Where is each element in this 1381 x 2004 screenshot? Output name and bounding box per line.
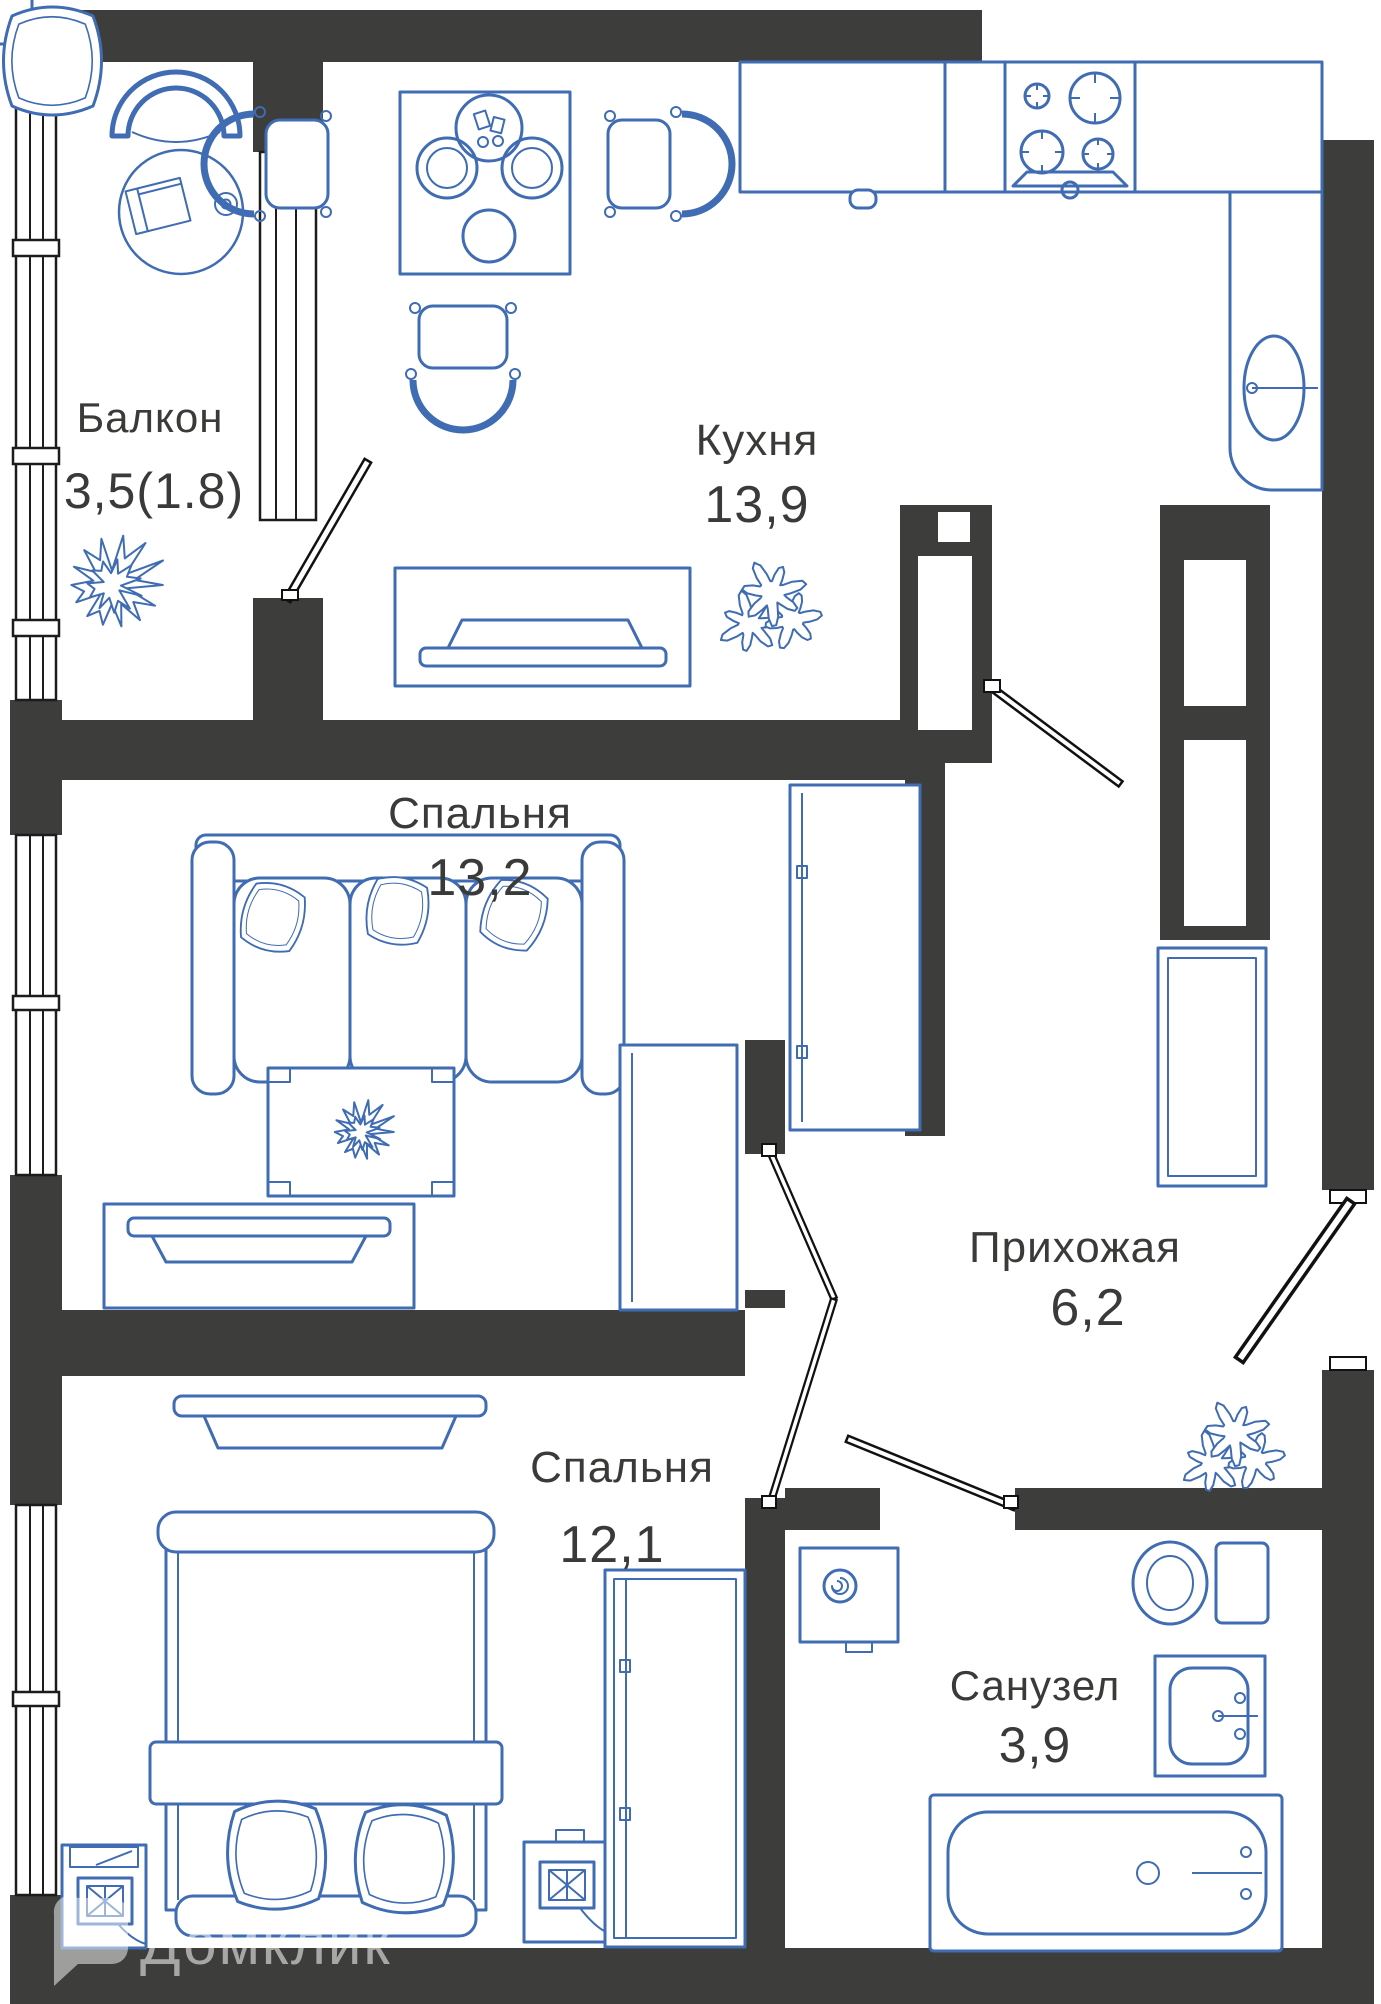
wall bbox=[1322, 1370, 1374, 1952]
plant-icon bbox=[719, 561, 823, 652]
kitchen-door bbox=[983, 679, 1125, 789]
balcony-block-window bbox=[258, 150, 318, 522]
duct-opening bbox=[938, 512, 970, 542]
washing-machine-icon bbox=[798, 1546, 900, 1653]
plant-icon bbox=[70, 534, 164, 628]
wall bbox=[10, 1895, 62, 1975]
wardrobe-icon bbox=[603, 1568, 747, 1949]
bedroom-2-furniture bbox=[60, 1394, 747, 1950]
kitchen-furniture bbox=[0, 0, 1324, 688]
wall bbox=[745, 1040, 785, 1154]
hallway-furniture bbox=[1156, 946, 1286, 1492]
bathroom-door bbox=[844, 1434, 1019, 1512]
bathroom-furniture bbox=[798, 1540, 1284, 1953]
duct-opening bbox=[918, 556, 972, 730]
toilet-icon bbox=[1131, 1540, 1270, 1626]
bedroom-2-window bbox=[11, 1503, 61, 1897]
wall bbox=[253, 598, 323, 722]
room-label-balcony: Балкон bbox=[77, 394, 224, 441]
walls bbox=[10, 10, 1374, 2004]
wall bbox=[745, 1498, 785, 1950]
room-label-bedroom-1: Спальня bbox=[388, 789, 572, 838]
wall bbox=[785, 1488, 880, 1530]
table-round-icon bbox=[117, 148, 245, 276]
cabinet-handle-icon bbox=[848, 188, 878, 210]
watermark-logo bbox=[53, 1895, 128, 1986]
windows bbox=[11, 82, 318, 1897]
kitchen-cabinet-icon bbox=[943, 60, 1007, 194]
kitchen-cabinet-icon bbox=[1133, 60, 1324, 194]
bathtub-icon bbox=[928, 1793, 1284, 1953]
plate-icon bbox=[415, 136, 479, 200]
tv-icon bbox=[172, 1394, 488, 1450]
room-area-hallway: 6,2 bbox=[1050, 1279, 1125, 1337]
wardrobe-icon bbox=[1156, 946, 1268, 1188]
wall bbox=[62, 1310, 745, 1376]
duct-opening bbox=[1184, 740, 1246, 926]
plate-icon bbox=[461, 208, 517, 264]
watermark: Домклик bbox=[53, 1895, 392, 1986]
decor-icon bbox=[454, 93, 524, 163]
tv-stand-icon bbox=[102, 1202, 416, 1310]
wall bbox=[10, 1948, 1374, 2004]
dresser-icon bbox=[618, 1043, 739, 1312]
room-area-bathroom: 3,9 bbox=[999, 1717, 1072, 1773]
room-label-kitchen: Кухня bbox=[696, 416, 819, 465]
wall bbox=[62, 720, 905, 780]
sofa-icon bbox=[190, 833, 626, 1096]
bedroom-1-furniture bbox=[2, 5, 922, 1312]
room-label-bathroom: Санузел bbox=[950, 1662, 1121, 1709]
balcony-door bbox=[281, 457, 373, 604]
room-label-bedroom-2: Спальня bbox=[530, 1443, 714, 1492]
plant-icon bbox=[1182, 1401, 1286, 1492]
wall bbox=[10, 1175, 62, 1505]
wall bbox=[1015, 1488, 1322, 1530]
wall bbox=[10, 10, 982, 62]
room-area-bedroom-1: 13,2 bbox=[427, 849, 532, 907]
kitchen-cabinet-icon bbox=[738, 60, 947, 194]
wall bbox=[745, 1290, 785, 1308]
pillow-icon bbox=[2, 5, 103, 117]
bathroom-sink-icon bbox=[1153, 1654, 1267, 1778]
decor-star-icon bbox=[333, 1099, 395, 1160]
entrance-door bbox=[1232, 1189, 1367, 1371]
balcony-glazing bbox=[11, 82, 61, 702]
watermark-text: Домклик bbox=[140, 1910, 392, 1977]
nightstand-icon bbox=[522, 1829, 620, 1944]
room-label-hallway: Прихожая bbox=[969, 1223, 1181, 1272]
room-area-bedroom-2: 12,1 bbox=[559, 1516, 664, 1574]
dining-table-icon bbox=[398, 90, 572, 276]
kitchen-counter-icon bbox=[1228, 190, 1324, 492]
plate-icon bbox=[500, 136, 564, 200]
bedroom-2-door bbox=[761, 1296, 839, 1509]
bedroom-1-door bbox=[761, 1143, 839, 1302]
stove-icon bbox=[1003, 60, 1137, 200]
wall bbox=[1322, 140, 1374, 1190]
duct-opening bbox=[1184, 560, 1246, 706]
bedroom-1-window bbox=[11, 833, 61, 1177]
tv-stand-icon bbox=[393, 566, 692, 688]
wall bbox=[10, 700, 62, 835]
room-area-balcony: 3,5(1.8) bbox=[64, 463, 244, 519]
wardrobe-icon bbox=[788, 783, 922, 1132]
room-area-kitchen: 13,9 bbox=[704, 476, 809, 534]
